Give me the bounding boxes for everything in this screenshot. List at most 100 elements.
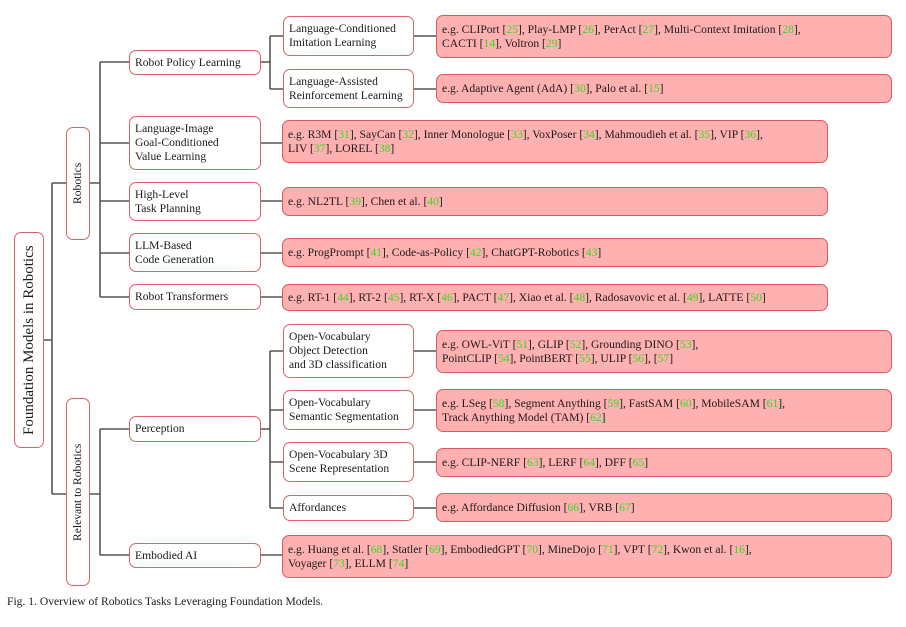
node-ov-object-detection: Open-Vocabulary Object Detection and 3D … xyxy=(283,324,414,378)
citation-ref[interactable]: 60 xyxy=(680,396,692,410)
citation-ref[interactable]: 29 xyxy=(545,36,558,50)
citation-ref[interactable]: 49 xyxy=(686,290,699,304)
citation-ref[interactable]: 30 xyxy=(574,81,586,95)
leaf-text: e.g. NL2TL [39], Chen et al. [40] xyxy=(288,195,443,209)
leaf-text-segment: ], Chen et al. [ xyxy=(360,194,428,208)
leaf-text: e.g. Huang et al. [68], Statler [69], Em… xyxy=(288,543,752,571)
citation-ref[interactable]: 73 xyxy=(333,556,345,570)
root-label: Foundation Models in Robotics xyxy=(21,245,37,435)
citation-ref[interactable]: 31 xyxy=(338,127,350,141)
citation-ref[interactable]: 55 xyxy=(579,351,591,365)
citation-ref[interactable]: 68 xyxy=(370,542,383,556)
citation-ref[interactable]: 15 xyxy=(648,81,660,95)
leaf-text-segment: ] xyxy=(438,194,443,208)
leaf-text-segment: e.g. RT-1 [ xyxy=(288,290,338,304)
citation-ref[interactable]: 47 xyxy=(497,290,510,304)
leaf-text-segment: ], CACTI [ xyxy=(442,22,801,50)
leaf-text: e.g. ProgPrompt [41], Code-as-Policy [42… xyxy=(288,246,601,260)
leaf-text-segment: ], VIP [ xyxy=(710,127,745,141)
leaf-text-segment: ], PACT [ xyxy=(452,290,498,304)
leaf-robot-transformers: e.g. RT-1 [44], RT-2 [45], RT-X [46], PA… xyxy=(282,284,828,311)
citation-ref[interactable]: 50 xyxy=(750,290,762,304)
leaf-text: e.g. RT-1 [44], RT-2 [45], RT-X [46], PA… xyxy=(288,291,766,305)
leaf-text-segment: ], Mahmoudieh et al. [ xyxy=(594,127,699,141)
leaf-text-segment: ] xyxy=(669,351,674,365)
citation-ref[interactable]: 42 xyxy=(469,245,482,259)
leaf-text-segment: ], LIV [ xyxy=(288,127,763,155)
leaf-embodied-ai: e.g. Huang et al. [68], Statler [69], Em… xyxy=(282,535,892,578)
citation-ref[interactable]: 40 xyxy=(427,194,439,208)
citation-ref[interactable]: 70 xyxy=(526,542,538,556)
leaf-text-segment: ], RT-X [ xyxy=(399,290,442,304)
node-language-conditioned-imitation: Language-Conditioned Imitation Learning xyxy=(283,16,414,56)
citation-ref[interactable]: 39 xyxy=(349,194,361,208)
citation-ref[interactable]: 57 xyxy=(657,351,670,365)
leaf-text-segment: ], ChatGPT-Robotics [ xyxy=(481,245,586,259)
leaf-text-segment: ], PointCLIP [ xyxy=(442,337,699,365)
leaf-text-segment: ], VoxPoser [ xyxy=(522,127,584,141)
citation-ref[interactable]: 46 xyxy=(441,290,453,304)
citation-ref[interactable]: 54 xyxy=(497,351,510,365)
citation-ref[interactable]: 63 xyxy=(527,455,539,469)
citation-ref[interactable]: 35 xyxy=(698,127,711,141)
citation-ref[interactable]: 43 xyxy=(585,245,598,259)
node-ov-3d-scene: Open-Vocabulary 3D Scene Representation xyxy=(283,442,414,482)
citation-ref[interactable]: 51 xyxy=(516,337,529,351)
leaf-text-segment: ], Kwon et al. [ xyxy=(663,542,734,556)
citation-ref[interactable]: 48 xyxy=(573,290,586,304)
citation-ref[interactable]: 61 xyxy=(766,396,779,410)
citation-ref[interactable]: 32 xyxy=(402,127,414,141)
leaf-text: e.g. R3M [31], SayCan [32], Inner Monolo… xyxy=(288,128,763,156)
leaf-text-segment: ] xyxy=(644,455,649,469)
leaf-language-conditioned-imitation: e.g. CLIPort [25], Play-LMP [26], PerAct… xyxy=(436,15,892,58)
citation-ref[interactable]: 16 xyxy=(733,542,745,556)
leaf-text-segment: ], SayCan [ xyxy=(349,127,403,141)
citation-ref[interactable]: 67 xyxy=(619,500,631,514)
citation-ref[interactable]: 52 xyxy=(569,337,582,351)
leaf-text-segment: ], Palo et al. [ xyxy=(585,81,649,95)
citation-ref[interactable]: 27 xyxy=(642,22,655,36)
node-robot-transformers: Robot Transformers xyxy=(129,284,261,310)
citation-ref[interactable]: 74 xyxy=(392,556,405,570)
citation-ref[interactable]: 37 xyxy=(313,141,326,155)
leaf-text-segment: ], Code-as-Policy [ xyxy=(382,245,470,259)
citation-ref[interactable]: 58 xyxy=(492,396,505,410)
citation-ref[interactable]: 72 xyxy=(651,542,664,556)
citation-ref[interactable]: 28 xyxy=(782,22,794,36)
leaf-text-segment: ], VRB [ xyxy=(579,500,620,514)
citation-ref[interactable]: 53 xyxy=(679,337,692,351)
citation-ref[interactable]: 25 xyxy=(506,22,518,36)
citation-ref[interactable]: 44 xyxy=(337,290,349,304)
leaf-text-segment: ] xyxy=(557,36,562,50)
leaf-language-assisted-rl: e.g. Adaptive Agent (AdA) [30], Palo et … xyxy=(436,74,892,103)
citation-ref[interactable]: 36 xyxy=(744,127,757,141)
leaf-text-segment: ], ULIP [ xyxy=(590,351,633,365)
leaf-text: e.g. OWL-ViT [51], GLIP [52], Grounding … xyxy=(442,338,698,366)
leaf-high-level-task-planning: e.g. NL2TL [39], Chen et al. [40] xyxy=(282,187,828,216)
citation-ref[interactable]: 56 xyxy=(632,351,645,365)
citation-ref[interactable]: 14 xyxy=(483,36,496,50)
citation-ref[interactable]: 69 xyxy=(429,542,441,556)
citation-ref[interactable]: 34 xyxy=(583,127,595,141)
root-node: Foundation Models in Robotics xyxy=(14,232,44,448)
citation-ref[interactable]: 64 xyxy=(583,455,595,469)
citation-ref[interactable]: 71 xyxy=(602,542,614,556)
citation-ref[interactable]: 66 xyxy=(567,500,580,514)
citation-ref[interactable]: 41 xyxy=(370,245,383,259)
node-embodied-ai: Embodied AI xyxy=(129,543,261,568)
citation-ref[interactable]: 62 xyxy=(590,410,602,424)
branch-label: Robotics xyxy=(71,162,84,205)
leaf-text-segment: ], FastSAM [ xyxy=(619,396,680,410)
citation-ref[interactable]: 33 xyxy=(511,127,523,141)
leaf-text-segment: e.g. LSeg [ xyxy=(442,396,493,410)
branch-robotics: Robotics xyxy=(66,127,90,240)
citation-ref[interactable]: 59 xyxy=(607,396,620,410)
citation-ref[interactable]: 65 xyxy=(632,455,645,469)
leaf-text-segment: e.g. Huang et al. [ xyxy=(288,542,371,556)
leaf-text-segment: ], Radosavovic et al. [ xyxy=(585,290,687,304)
leaf-text-segment: ], LOREL [ xyxy=(325,141,379,155)
citation-ref[interactable]: 38 xyxy=(378,141,391,155)
citation-ref[interactable]: 45 xyxy=(387,290,400,304)
citation-ref[interactable]: 26 xyxy=(582,22,594,36)
leaf-text-segment: e.g. ProgPrompt [ xyxy=(288,245,371,259)
